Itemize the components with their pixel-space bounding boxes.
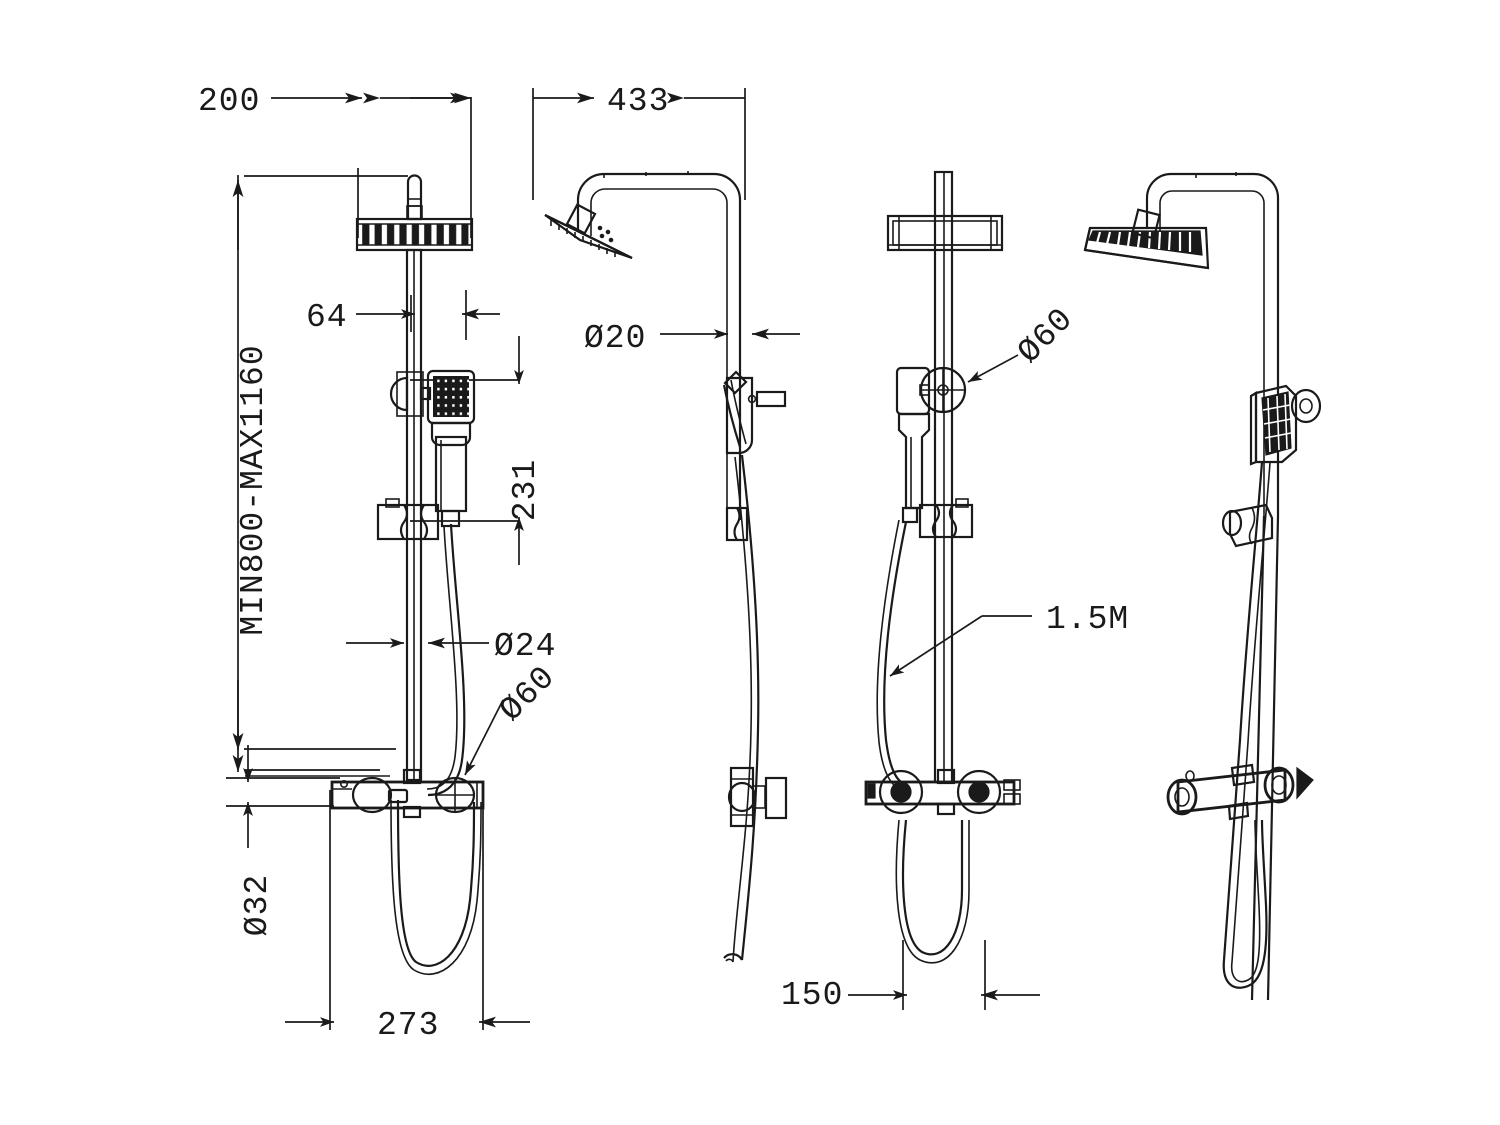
- rail-slider-clamp-rear: [918, 498, 974, 539]
- thermostatic-mixer-side: [727, 766, 788, 828]
- rain-shower-head-front: [355, 217, 474, 252]
- riser-rail-rear: [933, 170, 954, 784]
- label-base-width: 273: [377, 1007, 439, 1044]
- shower-hose-side: [723, 454, 760, 963]
- label-riser-diameter: Ø24: [494, 628, 556, 665]
- label-arm-diameter: Ø20: [584, 320, 646, 357]
- label-body-diameter: Ø32: [239, 874, 276, 936]
- view-4-perspective: [1083, 172, 1322, 1001]
- shower-arm-perspective: [1145, 172, 1280, 516]
- handheld-shower-side: [722, 370, 787, 455]
- thermostatic-mixer-bar-perspective: [1166, 763, 1314, 821]
- view-3-rear-elevation: [848, 170, 1040, 1010]
- shower-hose-rear: [876, 519, 970, 964]
- dimension-overall-height: [232, 175, 408, 772]
- label-arm-reach: 433: [607, 83, 669, 120]
- dimension-labels: 200 433 64 Ø20 231 MIN800-MAX1160 Ø24 Ø6…: [198, 83, 1129, 1044]
- shower-hose-perspective: [1222, 461, 1271, 989]
- handheld-shower-perspective: [1249, 384, 1322, 466]
- shower-arm-side: [576, 171, 742, 520]
- dimension-base-width: [285, 790, 530, 1030]
- view-1-front-elevation: [226, 92, 530, 1030]
- handheld-shower-front: [426, 369, 476, 528]
- label-overall-height: MIN800-MAX1160: [235, 344, 272, 635]
- rain-shower-head-rear: [886, 214, 1004, 252]
- riser-rail-front: [405, 248, 423, 782]
- rain-shower-head-side: [544, 203, 633, 260]
- label-top-width: 200: [198, 83, 260, 120]
- dimension-centre-offset: [848, 940, 1040, 1010]
- label-hose-length: 1.5M: [1046, 601, 1129, 638]
- rail-slider-clamp-side: [725, 506, 749, 542]
- dimension-riser-offset: [356, 290, 500, 340]
- leader-hose-length: [889, 615, 1032, 677]
- dimension-arm-reach: [532, 88, 746, 200]
- thermostatic-mixer-bar-rear: [864, 768, 1021, 816]
- shower-arm-stub: [406, 174, 423, 221]
- handset-holder-bracket: [389, 371, 432, 417]
- dimension-body-diameter: [226, 745, 340, 848]
- handheld-shower-rear: [897, 412, 931, 524]
- rain-shower-head-perspective: [1083, 208, 1210, 270]
- leader-valve-diameter-view3: [967, 354, 1019, 383]
- diverter-valve-rear: [895, 366, 967, 416]
- thermostatic-mixer-bar-front: [245, 768, 485, 819]
- rail-slider-clamp: [376, 498, 440, 541]
- label-handset-height: 231: [507, 459, 544, 521]
- leader-valve-diameter-view1: [464, 699, 504, 776]
- shower-hose-front: [387, 523, 482, 975]
- label-centre-offset: 150: [781, 977, 843, 1014]
- riser-rail-perspective: [1250, 515, 1280, 1001]
- label-riser-offset: 64: [306, 299, 348, 336]
- view-2-side-elevation: [532, 88, 800, 963]
- dimension-top-width: [271, 92, 472, 238]
- label-valve-diameter-view3: Ø60: [1011, 301, 1081, 371]
- label-valve-diameter-view1: Ø60: [493, 659, 563, 729]
